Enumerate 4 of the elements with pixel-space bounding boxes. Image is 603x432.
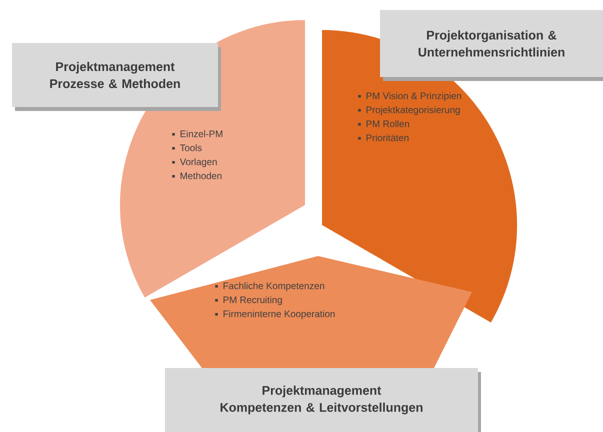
title-box: Projektorganisation & Unternehmensrichtlinien bbox=[380, 10, 603, 81]
pie-segment: Fachliche Kompetenzen PM Recruiting Firmeninterne Kooperation bbox=[150, 256, 472, 372]
title-box: Projektmanagement Kompetenzen & Leitvorstellungen bbox=[165, 368, 481, 432]
title-box: Projektmanagement Prozesse & Methoden bbox=[12, 43, 221, 111]
